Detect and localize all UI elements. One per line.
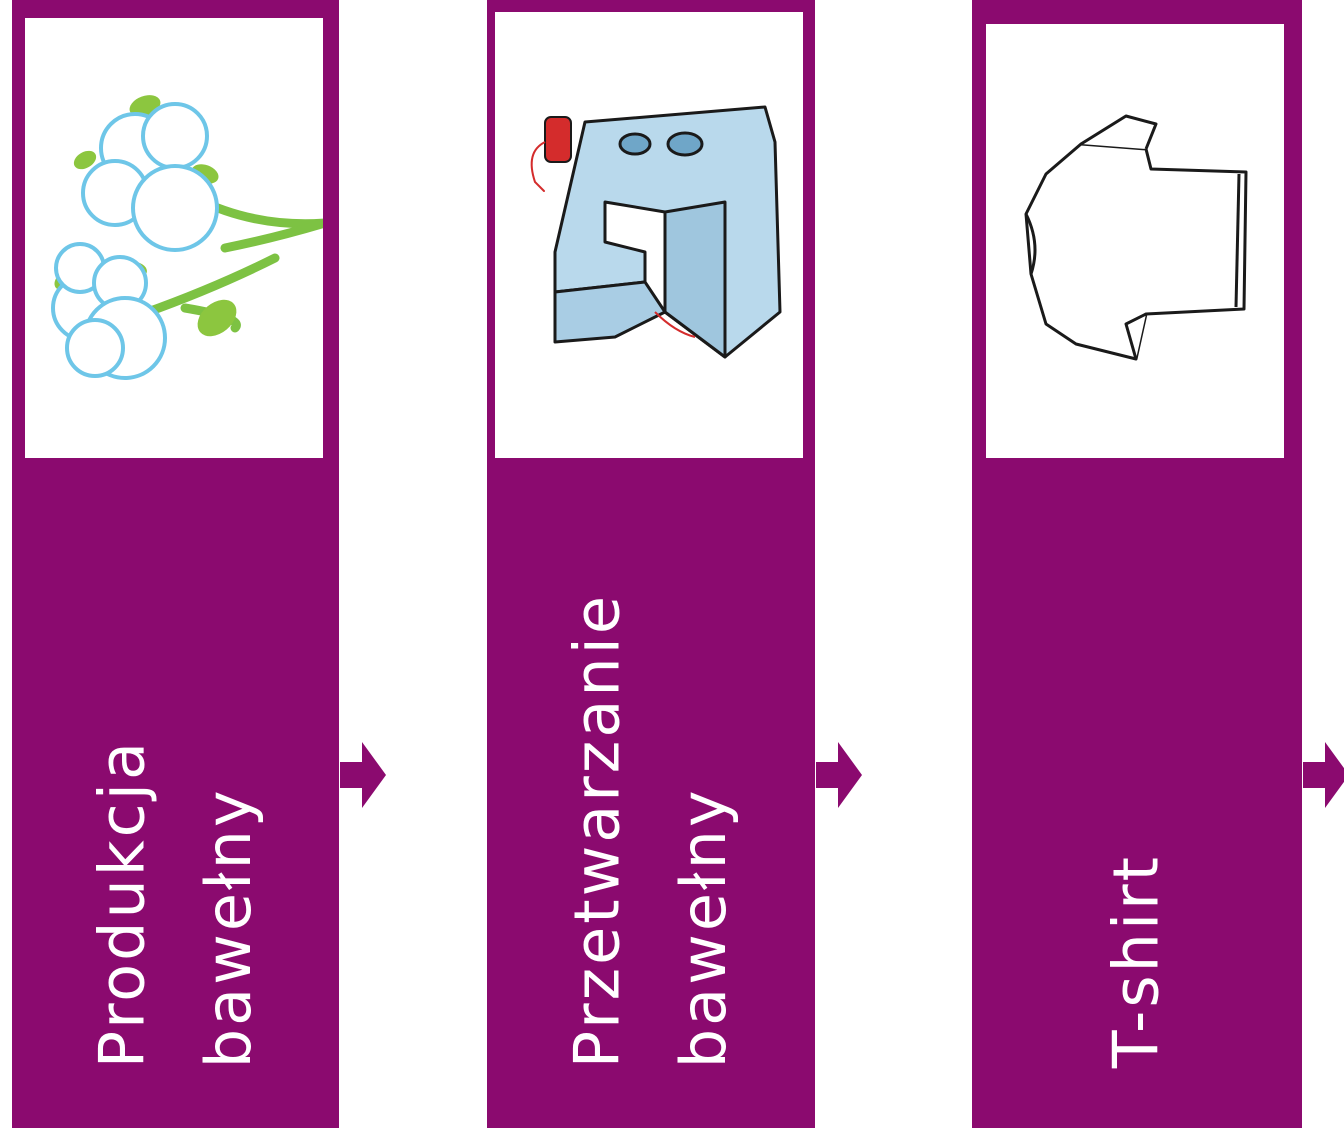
stage-label-line1: T-shirt xyxy=(1084,854,1191,1068)
sewing-machine-icon xyxy=(495,12,803,458)
stage-label-line2: bawełny xyxy=(651,593,758,1068)
stage-label-line2: bawełny xyxy=(176,739,283,1068)
flow-arrow xyxy=(340,742,386,808)
stage-label: Produkcja bawełny xyxy=(12,460,339,1128)
flow-arrow xyxy=(816,742,862,808)
cotton-plant-icon xyxy=(25,18,323,458)
stage-label-line1: Produkcja xyxy=(69,739,176,1068)
stage-label: Przetwarzanie bawełny xyxy=(487,460,815,1128)
flow-arrow xyxy=(1303,742,1344,808)
stage-label-line1: Przetwarzanie xyxy=(544,593,651,1068)
stage-tshirt: T-shirt xyxy=(972,0,1302,1128)
stage-cotton-processing: Przetwarzanie bawełny xyxy=(487,0,815,1128)
stage-label: T-shirt xyxy=(972,460,1302,1128)
tshirt-icon xyxy=(986,24,1284,458)
stage-cotton-production: Produkcja bawełny xyxy=(12,0,339,1128)
